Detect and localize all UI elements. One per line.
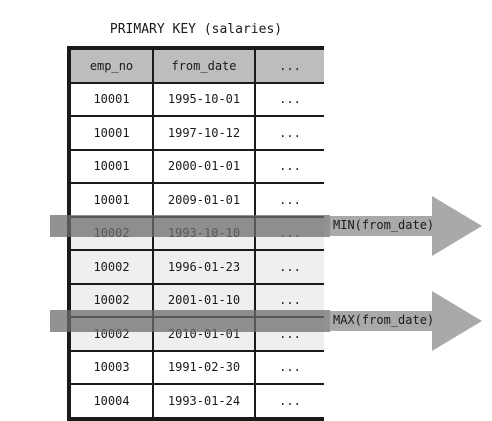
column-header-from-date: from_date <box>154 50 254 82</box>
row-4-from-date: 2009-01-01 <box>154 184 254 216</box>
row-1-ellipsis: ... <box>256 83 324 115</box>
row-2-emp-no: 10001 <box>71 117 152 149</box>
max-from-date-label: MAX(from_date) <box>333 313 435 327</box>
row-10-ellipsis: ... <box>256 385 324 417</box>
row-1-emp-no: 10001 <box>71 83 152 115</box>
min-from-date-label: MIN(from_date) <box>333 218 435 232</box>
row-1-from-date: 1995-10-01 <box>154 83 254 115</box>
column-header-ellipsis: ... <box>256 50 324 82</box>
row-9-emp-no: 10003 <box>71 351 152 383</box>
max-arrow-icon <box>330 291 482 351</box>
row-6-ellipsis: ... <box>256 251 324 283</box>
row-3-emp-no: 10001 <box>71 150 152 182</box>
diagram-title: PRIMARY KEY (salaries) <box>109 22 283 37</box>
column-header-emp-no: emp_no <box>71 50 152 82</box>
row-9-ellipsis: ... <box>256 351 324 383</box>
row-10-from-date: 1993-01-24 <box>154 385 254 417</box>
row-6-emp-no: 10002 <box>71 251 152 283</box>
row-9-from-date: 1991-02-30 <box>154 351 254 383</box>
row-6-from-date: 1996-01-23 <box>154 251 254 283</box>
row-2-from-date: 1997-10-12 <box>154 117 254 149</box>
min-row-highlight-bar <box>50 215 330 237</box>
row-4-ellipsis: ... <box>256 184 324 216</box>
row-3-ellipsis: ... <box>256 150 324 182</box>
min-arrow-icon <box>330 196 482 256</box>
row-3-from-date: 2000-01-01 <box>154 150 254 182</box>
row-10-emp-no: 10004 <box>71 385 152 417</box>
max-row-highlight-bar <box>50 310 330 332</box>
row-2-ellipsis: ... <box>256 117 324 149</box>
row-4-emp-no: 10001 <box>71 184 152 216</box>
